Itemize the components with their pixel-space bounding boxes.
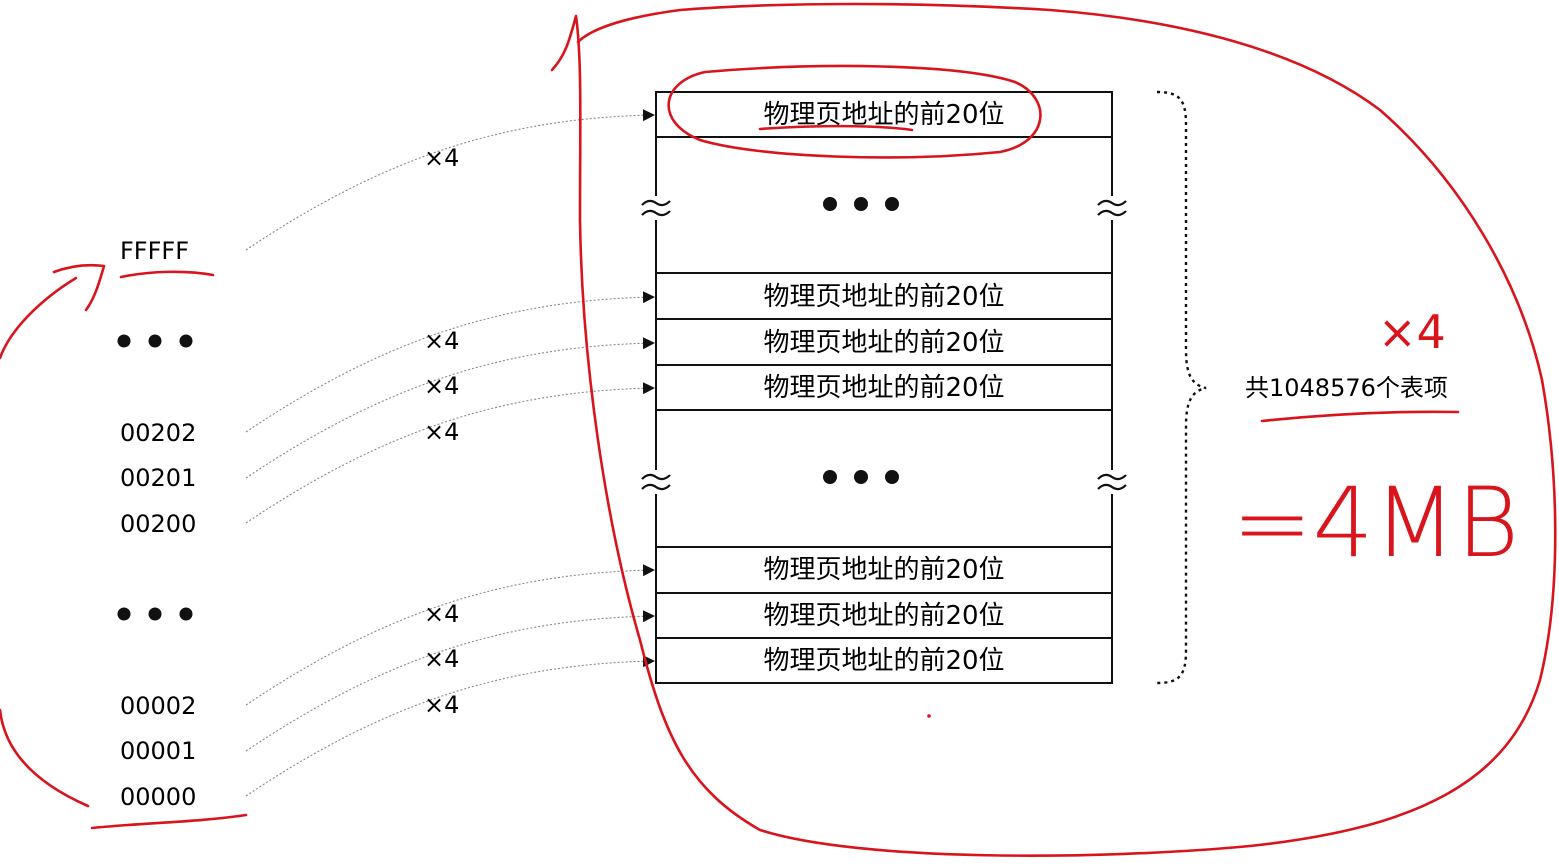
- multiplier-label: ×4: [424, 418, 459, 446]
- left-ellipsis-upper: [117, 334, 193, 348]
- entry-label: 物理页地址的前20位: [763, 328, 1004, 358]
- multiplier-label: ×4: [424, 144, 459, 172]
- brace-label-underline: [1260, 410, 1460, 423]
- entry-labels: 物理页地址的前20位 物理页地址的前20位 物理页地址的前20位 物理页地址的前…: [763, 100, 1004, 676]
- entry-label: 物理页地址的前20位: [763, 373, 1004, 403]
- table-ellipsis-upper: [823, 197, 899, 211]
- multiplier-label: ×4: [424, 600, 459, 628]
- multiplier-label: ×4: [424, 327, 459, 355]
- connector-00200: [245, 382, 655, 524]
- multiplier-label: ×4: [424, 645, 459, 673]
- entry-label: 物理页地址的前20位: [763, 555, 1004, 585]
- connector-00000: [245, 655, 655, 797]
- break-marks: [641, 199, 1127, 491]
- table-entry-00200: [655, 364, 1113, 411]
- top-entry-circle: [667, 64, 1042, 159]
- multiplier-label: ×4: [424, 372, 459, 400]
- entry-label: 物理页地址的前20位: [763, 646, 1004, 676]
- result-annotation: =4MB: [1232, 467, 1519, 579]
- index-label-fffff: FFFFF: [120, 237, 189, 265]
- entry-label: 物理页地址的前20位: [763, 601, 1004, 631]
- entry-label: 物理页地址的前20位: [763, 100, 1004, 130]
- curly-brace: [1156, 90, 1207, 685]
- index-label-00000: 00000: [120, 783, 196, 811]
- enclosing-loop: [550, 2, 1557, 857]
- table-ellipsis-lower: [823, 470, 899, 484]
- connector-fffff: [245, 109, 655, 251]
- brace-label: 共1048576个表项: [1245, 374, 1448, 402]
- table-entry-top: [655, 91, 1113, 138]
- index-zero-underline: [90, 813, 248, 830]
- index-label-00002: 00002: [120, 692, 196, 720]
- times-four-annotation: ×4: [1378, 305, 1446, 359]
- connector-00202: [245, 291, 655, 433]
- return-arrowhead: [52, 263, 106, 312]
- index-connectors: [245, 109, 655, 797]
- return-arc: [0, 276, 90, 808]
- page-table: [655, 91, 1113, 684]
- index-labels: FFFFF 00202 00201 00200 00002 00001 0000…: [120, 237, 196, 811]
- connector-00002: [245, 564, 655, 706]
- connector-00201: [245, 337, 655, 479]
- index-label-00201: 00201: [120, 464, 196, 492]
- fffff-underline: [119, 270, 215, 279]
- left-ellipsis-lower: [117, 607, 193, 621]
- entry-label: 物理页地址的前20位: [763, 282, 1004, 312]
- stray-dot: [927, 714, 931, 718]
- index-label-00202: 00202: [120, 419, 196, 447]
- multiplier-label: ×4: [424, 691, 459, 719]
- connector-00001: [245, 610, 655, 752]
- table-entry-00000: [655, 637, 1113, 684]
- index-label-00200: 00200: [120, 510, 196, 538]
- top-entry-underline: [758, 124, 914, 132]
- index-label-00001: 00001: [120, 737, 196, 765]
- multiplier-labels: ×4 ×4 ×4 ×4 ×4 ×4 ×4: [424, 144, 459, 719]
